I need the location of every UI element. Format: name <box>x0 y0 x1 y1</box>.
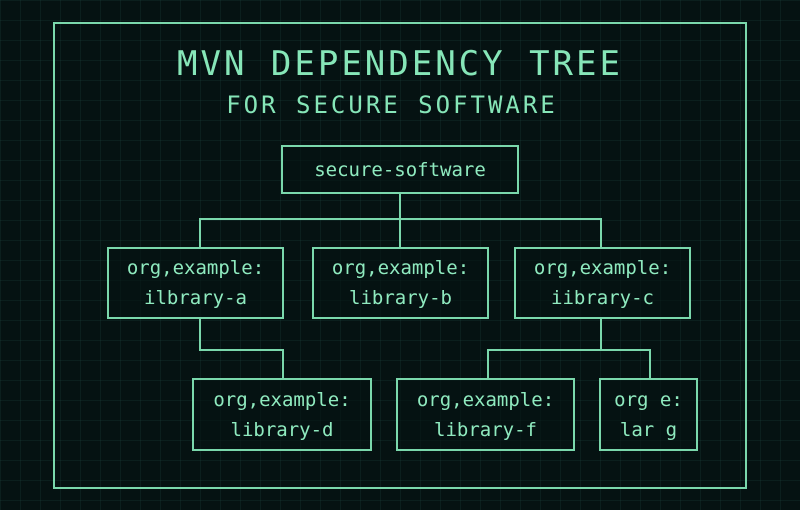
connector-to-b <box>399 218 401 248</box>
diagram-subtitle: FOR SECURE SOFTWARE <box>226 91 558 119</box>
connector-a-bus <box>199 349 284 351</box>
connector-to-f <box>487 349 489 379</box>
node-c-group: org,example: <box>533 257 672 279</box>
node-root-label: secure-software <box>314 158 486 181</box>
node-library-a[interactable]: org,example: ilbrary-a <box>107 247 284 319</box>
node-library-c[interactable]: org,example: iibrary-c <box>514 247 691 319</box>
connector-to-d <box>282 349 284 379</box>
node-b-group: org,example: <box>331 257 470 279</box>
node-d-group: org,example: <box>213 388 351 411</box>
connector-c-down <box>600 318 602 351</box>
node-c-artifact: iibrary-c <box>551 287 654 309</box>
node-library-b[interactable]: org,example: library-b <box>312 247 489 319</box>
node-f-artifact: library-f <box>434 418 537 441</box>
diagram-title: MVN DEPENDENCY TREE <box>177 44 623 84</box>
connector-root-trunk <box>399 193 401 220</box>
node-library-d[interactable]: org,example: library-d <box>192 378 372 451</box>
node-g-group: org e: <box>614 388 683 411</box>
connector-to-a <box>199 218 201 248</box>
node-library-g[interactable]: org e: lar g <box>599 378 698 451</box>
connector-a-down <box>199 318 201 351</box>
node-root[interactable]: secure-software <box>281 145 519 194</box>
connector-c-bus <box>487 349 651 351</box>
connector-to-g <box>649 349 651 379</box>
node-a-group: org,example: <box>126 257 265 279</box>
node-f-group: org,example: <box>416 388 555 411</box>
node-library-f[interactable]: org,example: library-f <box>396 378 575 451</box>
connector-to-c <box>600 218 602 248</box>
node-d-artifact: library-d <box>230 418 334 441</box>
node-g-artifact: lar g <box>619 418 678 441</box>
outer-frame <box>53 22 747 489</box>
node-a-artifact: ilbrary-a <box>144 287 247 309</box>
node-b-artifact: library-b <box>349 287 452 309</box>
